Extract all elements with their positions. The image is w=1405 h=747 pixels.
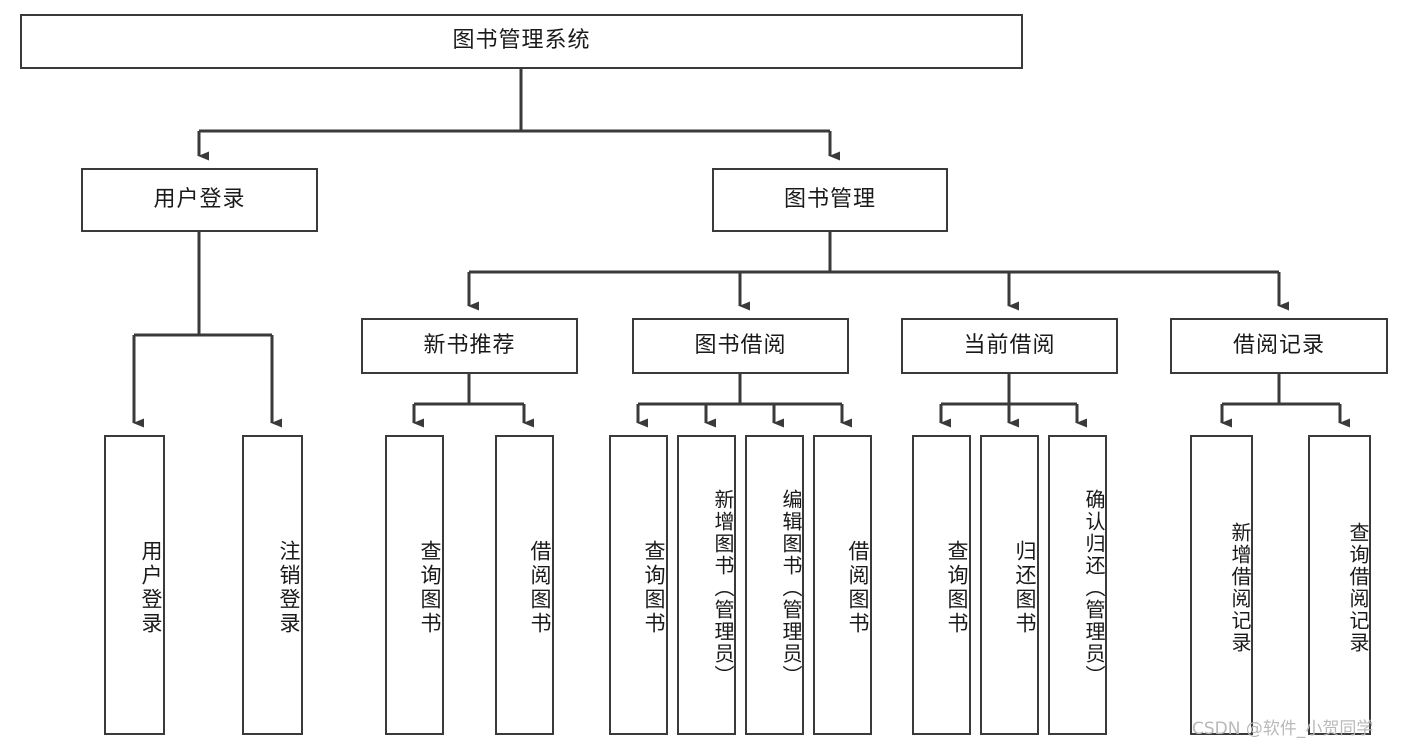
leaf-return-book[interactable]: 归还图书 xyxy=(980,435,1039,735)
node-new-book-recommend[interactable]: 新书推荐 xyxy=(361,318,578,374)
leaf-add-record[interactable]: 新增借阅记录 xyxy=(1190,435,1253,735)
leaf-confirm-return-label: 确认归还（管理员） xyxy=(1082,489,1106,687)
node-root-label: 图书管理系统 xyxy=(452,28,591,54)
leaf-logout[interactable]: 注销登录 xyxy=(242,435,303,735)
leaf-query-book-2-label: 查询图书 xyxy=(642,540,666,636)
leaf-borrow-book-2-label: 借阅图书 xyxy=(846,540,870,636)
node-new-book-recommend-label: 新书推荐 xyxy=(423,332,516,358)
leaf-confirm-return[interactable]: 确认归还（管理员） xyxy=(1048,435,1107,735)
leaf-add-record-label: 新增借阅记录 xyxy=(1228,522,1252,654)
leaf-add-book-label: 新增图书（管理员） xyxy=(711,489,735,687)
leaf-query-book-3-label: 查询图书 xyxy=(945,540,969,636)
node-book-manage[interactable]: 图书管理 xyxy=(712,168,948,232)
leaf-logout-label: 注销登录 xyxy=(277,540,301,636)
node-borrow-record[interactable]: 借阅记录 xyxy=(1170,318,1388,374)
leaf-query-book-2[interactable]: 查询图书 xyxy=(609,435,668,735)
leaf-add-book[interactable]: 新增图书（管理员） xyxy=(677,435,736,735)
leaf-borrow-book-2[interactable]: 借阅图书 xyxy=(813,435,872,735)
leaf-query-book-1-label: 查询图书 xyxy=(418,540,442,636)
node-user-login-label: 用户登录 xyxy=(153,186,246,212)
leaf-user-login-label: 用户登录 xyxy=(139,540,163,636)
leaf-borrow-book-1-label: 借阅图书 xyxy=(528,540,552,636)
leaf-query-record[interactable]: 查询借阅记录 xyxy=(1308,435,1371,735)
csdn-watermark: CSDN @软件_小贺同学 xyxy=(1192,719,1374,739)
node-borrow-record-label: 借阅记录 xyxy=(1232,332,1325,358)
node-current-borrow[interactable]: 当前借阅 xyxy=(901,318,1118,374)
leaf-borrow-book-1[interactable]: 借阅图书 xyxy=(495,435,554,735)
leaf-edit-book[interactable]: 编辑图书（管理员） xyxy=(745,435,804,735)
node-book-borrow[interactable]: 图书借阅 xyxy=(632,318,849,374)
node-user-login[interactable]: 用户登录 xyxy=(81,168,318,232)
leaf-edit-book-label: 编辑图书（管理员） xyxy=(779,489,803,687)
leaf-user-login[interactable]: 用户登录 xyxy=(104,435,165,735)
leaf-query-record-label: 查询借阅记录 xyxy=(1346,522,1370,654)
node-book-borrow-label: 图书借阅 xyxy=(694,332,787,358)
node-book-manage-label: 图书管理 xyxy=(783,186,876,212)
leaf-query-book-1[interactable]: 查询图书 xyxy=(385,435,444,735)
leaf-query-book-3[interactable]: 查询图书 xyxy=(912,435,971,735)
node-current-borrow-label: 当前借阅 xyxy=(963,332,1056,358)
node-root[interactable]: 图书管理系统 xyxy=(20,14,1023,69)
leaf-return-book-label: 归还图书 xyxy=(1013,540,1037,636)
